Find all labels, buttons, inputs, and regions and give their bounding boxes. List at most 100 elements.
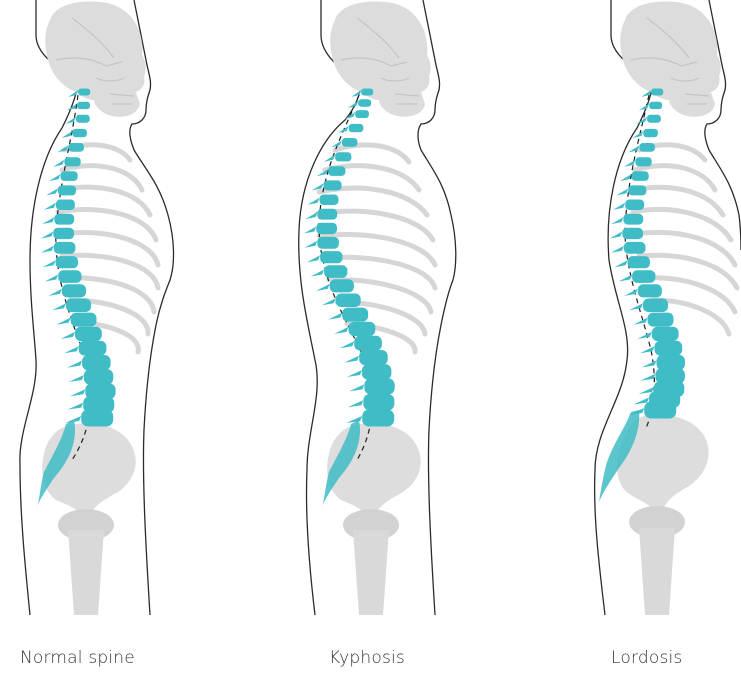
vertebra-process-normal-6	[53, 160, 64, 167]
vertebra-process-lordosis-6	[624, 160, 635, 167]
vertebra-process-normal-11	[41, 232, 54, 239]
vertebra-process-lordosis-10	[611, 217, 623, 224]
vertebra-process-lordosis-17	[634, 318, 648, 325]
vertebra-lordosis-14	[632, 270, 655, 283]
vertebra-process-normal-14	[45, 275, 58, 282]
vertebra-kyphosis-6	[335, 152, 351, 161]
vertebra-normal-17	[71, 313, 97, 327]
vertebra-normal-9	[56, 200, 75, 211]
vertebra-process-lordosis-9	[613, 203, 625, 210]
vertebra-normal-16	[66, 299, 91, 313]
vertebra-process-lordosis-11	[610, 232, 623, 239]
vertebra-lordosis-24	[644, 402, 676, 419]
vertebra-process-kyphosis-15	[316, 284, 330, 291]
vertebra-lordosis-8	[628, 185, 646, 195]
vertebra-kyphosis-7	[328, 166, 345, 176]
vertebra-kyphosis-8	[324, 180, 342, 190]
vertebra-process-kyphosis-11	[304, 227, 317, 234]
vertebra-process-kyphosis-19	[340, 341, 355, 348]
vertebra-process-lordosis-8	[616, 188, 628, 195]
vertebra-process-lordosis-15	[624, 289, 638, 296]
vertebra-process-kyphosis-17	[328, 313, 342, 320]
vertebra-normal-10	[54, 214, 74, 225]
vertebra-normal-4	[72, 129, 87, 137]
vertebra-process-kyphosis-12	[305, 241, 318, 248]
vertebra-process-lordosis-7	[620, 174, 632, 181]
vertebra-process-normal-17	[57, 318, 71, 325]
vertebra-normal-13	[56, 256, 78, 268]
vertebra-normal-1	[78, 89, 90, 96]
vertebra-normal-18	[75, 327, 102, 341]
vertebra-lordosis-9	[625, 200, 644, 211]
vertebra-process-normal-4	[62, 131, 73, 138]
vertebra-lordosis-1	[651, 89, 663, 96]
caption-lordosis: Lordosis	[611, 648, 683, 668]
vertebra-normal-7	[61, 171, 78, 181]
vertebra-process-kyphosis-1	[351, 90, 361, 97]
vertebra-process-kyphosis-13	[307, 255, 320, 262]
vertebra-kyphosis-3	[355, 110, 369, 118]
vertebra-lordosis-10	[623, 214, 643, 225]
vertebra-kyphosis-22	[364, 378, 394, 394]
vertebra-kyphosis-10	[317, 209, 337, 220]
vertebra-lordosis-7	[632, 171, 649, 181]
vertebra-process-normal-1	[68, 90, 78, 97]
vertebra-kyphosis-24	[362, 410, 394, 427]
vertebra-normal-2	[77, 102, 90, 109]
vertebra-kyphosis-21	[362, 364, 391, 380]
femur-normal	[68, 530, 104, 615]
vertebra-normal-19	[79, 341, 107, 356]
caption-kyphosis: Kyphosis	[329, 648, 405, 668]
vertebra-lordosis-13	[628, 256, 650, 268]
vertebra-lordosis-15	[638, 284, 662, 297]
vertebra-process-kyphosis-18	[334, 327, 348, 334]
vertebra-process-normal-10	[42, 217, 54, 224]
vertebra-lordosis-5	[639, 143, 655, 152]
vertebra-process-kyphosis-22	[349, 384, 365, 391]
vertebra-kyphosis-23	[363, 394, 394, 411]
vertebra-lordosis-6	[635, 157, 651, 166]
vertebra-process-lordosis-21	[640, 374, 655, 381]
vertebra-process-lordosis-12	[611, 246, 624, 253]
vertebra-kyphosis-20	[359, 350, 388, 365]
vertebra-process-lordosis-16	[629, 303, 643, 310]
vertebra-normal-6	[64, 157, 80, 166]
vertebra-lordosis-3	[647, 115, 661, 123]
vertebra-process-lordosis-20	[642, 360, 657, 367]
vertebra-kyphosis-15	[330, 279, 354, 292]
vertebra-process-lordosis-18	[637, 332, 652, 339]
vertebra-normal-12	[54, 242, 76, 254]
vertebra-kyphosis-2	[358, 99, 371, 106]
vertebra-process-kyphosis-16	[322, 298, 336, 305]
figure-kyphosis	[299, 0, 456, 615]
vertebra-process-normal-8	[46, 188, 58, 195]
vertebra-process-normal-7	[49, 174, 61, 181]
vertebra-process-normal-23	[68, 403, 84, 410]
vertebra-lordosis-18	[652, 327, 679, 341]
vertebra-normal-8	[58, 185, 76, 195]
vertebra-kyphosis-18	[349, 322, 376, 336]
femur-kyphosis	[353, 530, 389, 615]
vertebra-kyphosis-1	[361, 89, 373, 96]
vertebra-kyphosis-4	[349, 124, 364, 132]
vertebra-process-normal-13	[43, 260, 56, 267]
vertebra-process-normal-22	[70, 389, 86, 396]
vertebra-kyphosis-19	[354, 336, 382, 351]
vertebra-lordosis-20	[657, 355, 686, 370]
figure-normal-spine	[20, 0, 174, 615]
vertebra-process-kyphosis-23	[348, 400, 364, 407]
caption-normal-spine: Normal spine	[20, 648, 135, 668]
vertebra-process-lordosis-19	[640, 346, 655, 353]
vertebra-process-lordosis-2	[639, 103, 649, 110]
vertebra-process-normal-18	[61, 332, 75, 339]
vertebra-process-kyphosis-9	[308, 198, 320, 205]
vertebra-normal-11	[53, 228, 74, 239]
vertebra-lordosis-17	[648, 313, 674, 327]
vertebra-lordosis-11	[622, 228, 643, 239]
vertebra-process-normal-9	[44, 203, 56, 210]
vertebra-lordosis-16	[643, 299, 668, 313]
vertebra-lordosis-12	[624, 242, 646, 254]
vertebra-process-normal-12	[41, 246, 54, 253]
vertebra-kyphosis-17	[342, 308, 368, 322]
